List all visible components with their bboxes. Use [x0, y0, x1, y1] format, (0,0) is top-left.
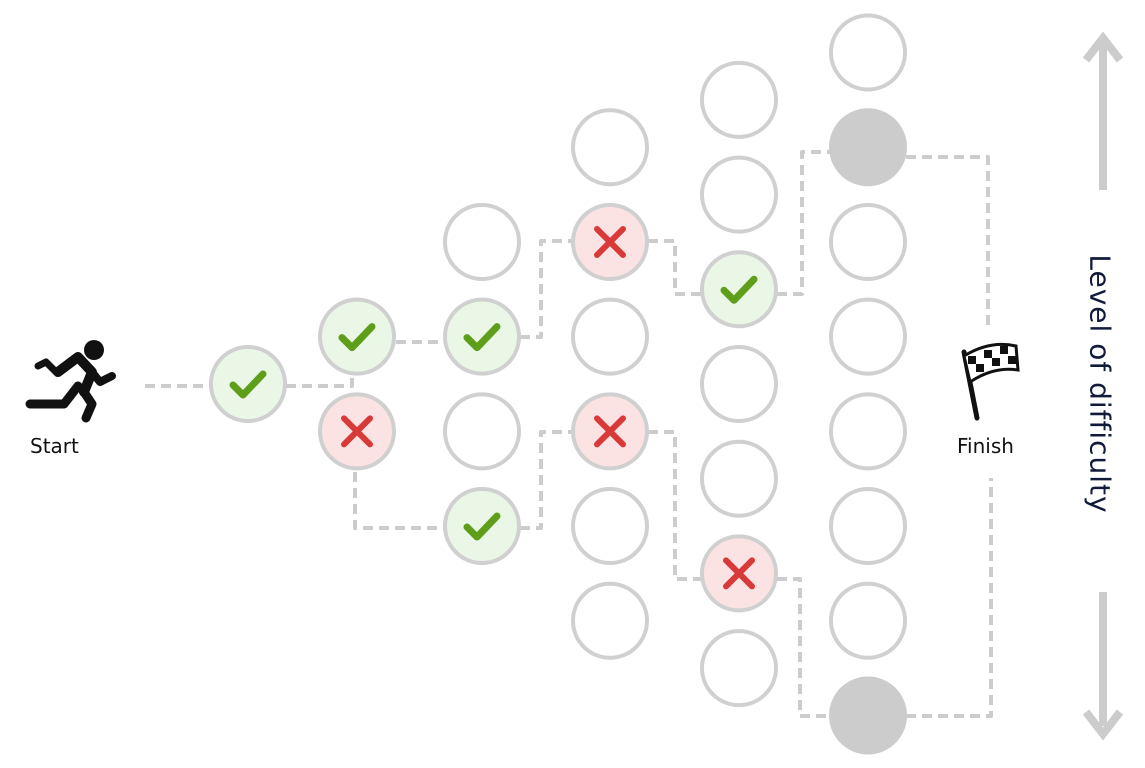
- node-empty-level-5: [700, 155, 778, 234]
- cross-icon: [341, 415, 373, 448]
- path-pass-upper-to-fail: [520, 239, 573, 339]
- node-empty-level-6: [829, 392, 907, 471]
- path-lower-pass-to-fail: [520, 430, 573, 530]
- node-empty-level-6: [829, 202, 907, 281]
- node-empty-level-6: [829, 581, 907, 660]
- cross-icon: [723, 557, 755, 590]
- node-empty-level-5: [700, 629, 778, 708]
- path-fail-to-pass: [648, 239, 702, 296]
- arrow-down-icon: [1082, 592, 1124, 741]
- start-label: Start: [30, 434, 79, 458]
- node-empty-level-4: [571, 487, 649, 566]
- node-fail-level-4: [571, 202, 649, 281]
- node-pass-level-3: [443, 297, 521, 376]
- path-fail-to-fail-lower: [648, 430, 702, 581]
- path-target-bottom-to-finish: [906, 478, 993, 718]
- checkered-flag-icon: [961, 342, 1020, 421]
- check-icon: [338, 323, 376, 352]
- runner-icon: [25, 340, 116, 423]
- node-empty-level-4: [571, 581, 649, 660]
- node-empty-level-6: [829, 297, 907, 376]
- cross-icon: [594, 415, 626, 448]
- node-fail-level-4: [571, 392, 649, 471]
- node-empty-level-3: [443, 202, 521, 281]
- node-empty-level-5: [700, 439, 778, 518]
- path-pass-to-target-top: [777, 150, 830, 296]
- path-fail-to-target-bottom: [777, 577, 830, 718]
- check-icon: [720, 275, 758, 304]
- node-pass-level-2: [318, 297, 396, 376]
- node-empty-level-6: [829, 13, 907, 92]
- difficulty-axis-label: Level of difficulty: [1083, 254, 1117, 514]
- check-icon: [463, 323, 501, 352]
- node-pass-level-1: [209, 345, 287, 423]
- node-empty-level-5: [700, 345, 778, 423]
- node-pass-level-3: [443, 487, 521, 566]
- node-empty-level-4: [571, 297, 649, 376]
- node-fail-level-2: [318, 392, 396, 471]
- node-target-level-6: [829, 676, 907, 755]
- node-grid: [209, 13, 907, 755]
- node-target-level-6: [829, 108, 907, 187]
- node-fail-level-5: [700, 534, 778, 613]
- finish-label: Finish: [957, 434, 1014, 458]
- node-empty-level-6: [829, 487, 907, 566]
- cross-icon: [594, 225, 626, 258]
- check-icon: [229, 370, 267, 399]
- path-target-top-to-finish: [906, 155, 990, 326]
- arrow-up-icon: [1082, 31, 1124, 190]
- node-empty-level-3: [443, 392, 521, 471]
- node-empty-level-5: [700, 60, 778, 139]
- node-empty-level-4: [571, 108, 649, 187]
- node-pass-level-5: [700, 250, 778, 329]
- check-icon: [463, 512, 501, 541]
